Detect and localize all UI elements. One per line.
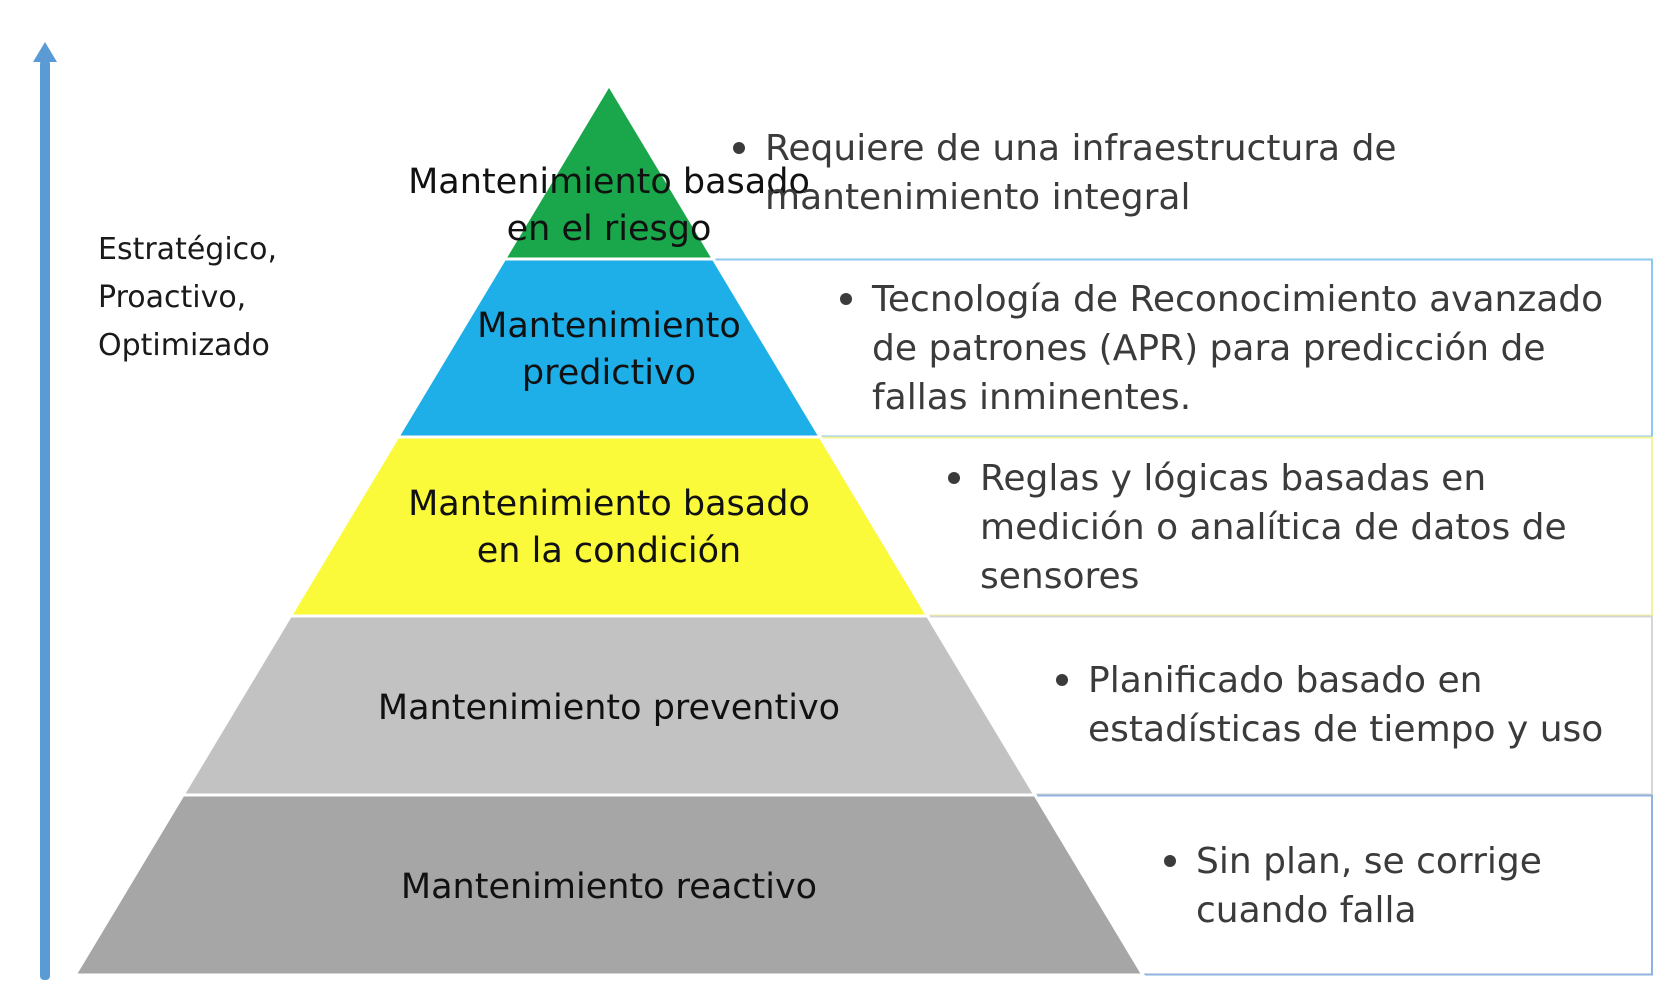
description-predictivo-line-1: Tecnología de Reconocimiento avanzado: [871, 279, 1603, 320]
description-predictivo-line-2: de patrones (APR) para predicción de: [872, 328, 1546, 369]
pyramid-level-reactivo: [72, 793, 1146, 977]
descriptions: Requiere de una infraestructura de manten…: [733, 128, 1603, 931]
side-label-line-1: Estratégico,: [98, 232, 277, 267]
side-label: Estratégico, Proactivo, Optimizado: [98, 232, 277, 363]
vertical-axis-arrow: [33, 42, 57, 980]
pyramid: [72, 82, 1146, 977]
bullet-reactivo: [1164, 855, 1176, 867]
level-label-reactivo-line-1: Mantenimiento reactivo: [401, 867, 817, 907]
description-preventivo-line-2: estadísticas de tiempo y uso: [1088, 709, 1603, 750]
description-riesgo-line-2: mantenimiento integral: [765, 177, 1190, 218]
bullet-predictivo: [840, 293, 852, 305]
description-condicion-line-3: sensores: [980, 556, 1139, 597]
level-label-preventivo-line-1: Mantenimiento preventivo: [378, 688, 840, 728]
bullet-preventivo: [1056, 674, 1068, 686]
bullet-riesgo: [733, 142, 745, 154]
description-reactivo-line-1: Sin plan, se corrige: [1196, 841, 1542, 882]
description-reactivo-line-2: cuando falla: [1196, 890, 1417, 931]
pyramid-level-condicion: [287, 435, 931, 618]
description-condicion-line-2: medición o analítica de datos de: [980, 507, 1567, 548]
level-label-predictivo-line-2: predictivo: [522, 353, 696, 393]
arrow-shaft: [40, 60, 50, 980]
pyramid-level-predictivo: [395, 257, 823, 439]
level-label-riesgo-line-2: en el riesgo: [507, 209, 712, 249]
level-label-riesgo-line-1: Mantenimiento basado: [408, 162, 810, 202]
side-label-line-2: Proactivo,: [98, 280, 246, 315]
description-riesgo-line-1: Requiere de una infraestructura de: [765, 128, 1397, 169]
level-label-condicion-line-1: Mantenimiento basado: [408, 484, 810, 524]
arrow-head: [33, 42, 57, 62]
description-box-preventivo: [927, 615, 1653, 796]
side-label-line-3: Optimizado: [98, 328, 270, 363]
level-label-condicion-line-2: en la condición: [477, 531, 741, 571]
bullet-condicion: [948, 472, 960, 484]
level-label-predictivo-line-1: Mantenimiento: [477, 306, 741, 346]
description-preventivo-line-1: Planificado basado en: [1088, 660, 1482, 701]
description-condicion-line-1: Reglas y lógicas basadas en: [980, 458, 1486, 499]
description-predictivo-line-3: fallas inminentes.: [872, 377, 1191, 418]
